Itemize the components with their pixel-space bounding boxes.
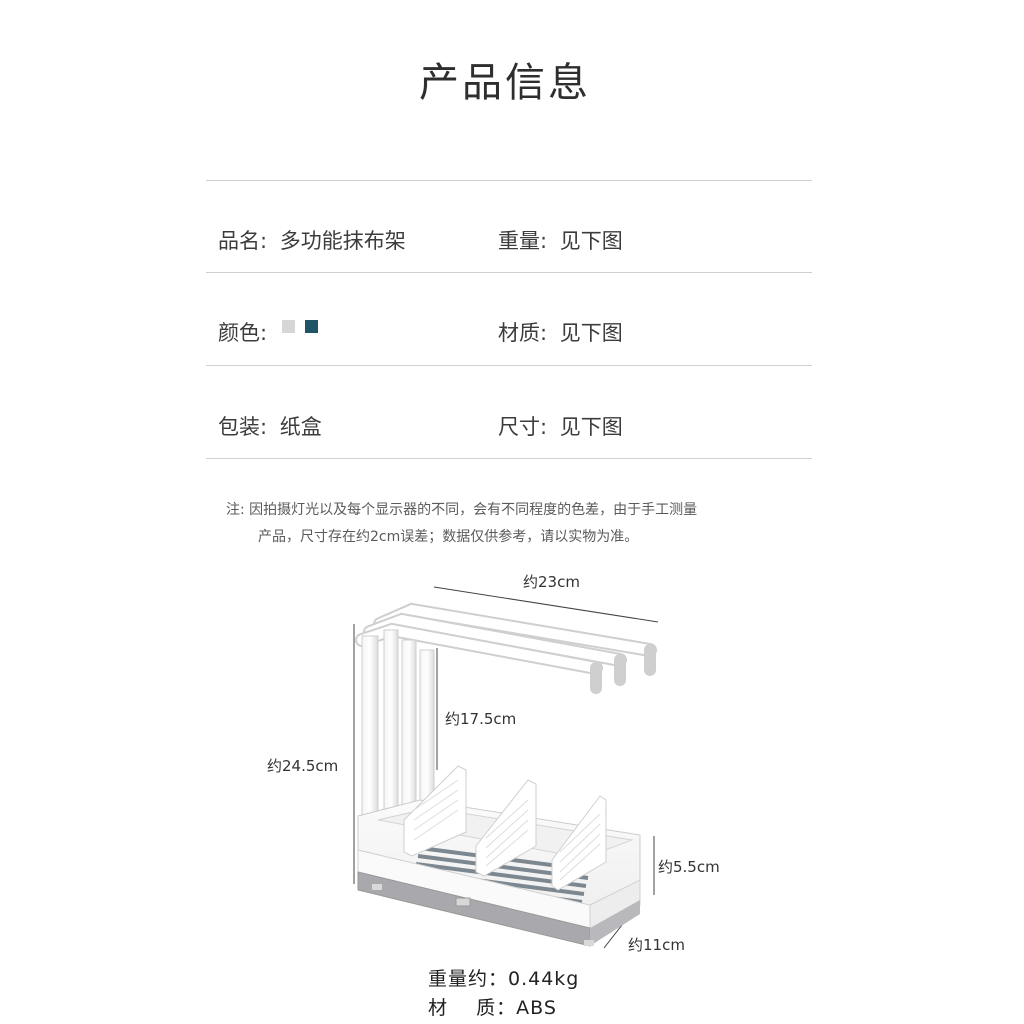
spec-size-value: 见下图: [559, 415, 623, 439]
divider-left: [403, 765, 467, 857]
foot-right: [584, 940, 594, 946]
note-line-1: 注: 因拍摄灯光以及每个显示器的不同，会有不同程度的色差，由于手工测量: [226, 502, 698, 518]
divider-bottom: [206, 458, 812, 459]
spec-name: 品名: 多功能抹布架: [218, 225, 406, 255]
dim-rail-height-label: 约17.5cm: [445, 710, 517, 728]
dimension-lines: [353, 586, 659, 949]
dim-tray-height-label: 约5.5cm: [658, 858, 720, 876]
color-swatch-dark-teal: [305, 320, 318, 333]
post-3: [401, 639, 417, 827]
divider-ribs: [413, 779, 601, 881]
divider-2: [206, 365, 812, 366]
width-dimension-line: [433, 586, 659, 623]
spec-package-label: 包装:: [218, 415, 268, 439]
spec-package: 包装: 纸盒: [218, 411, 322, 441]
dim-width-label: 约23cm: [523, 573, 580, 591]
note-line-2: 产品，尺寸存在约2cm误差；数据仅供参考，请以实物为准。: [258, 529, 639, 545]
spec-size: 尺寸: 见下图: [498, 411, 623, 441]
spec-weight: 重量: 见下图: [498, 225, 623, 255]
spec-package-value: 纸盒: [279, 415, 322, 439]
foot-left: [372, 884, 382, 890]
spec-material-value: 见下图: [559, 321, 623, 345]
post-1: [361, 635, 379, 827]
spec-name-value: 多功能抹布架: [279, 229, 406, 253]
bottom-material: 材 质：ABS: [428, 997, 557, 1019]
page-title: 产品信息: [419, 60, 591, 106]
dim-total-height-label: 约24.5cm: [267, 757, 339, 775]
post-2: [383, 629, 399, 827]
divider-1: [206, 272, 812, 273]
spec-size-label: 尺寸:: [498, 415, 548, 439]
spec-color: 颜色:: [218, 317, 267, 347]
dim-depth-label: 约11cm: [628, 936, 685, 954]
spec-weight-value: 见下图: [559, 229, 623, 253]
color-swatch-light-gray: [282, 320, 295, 333]
spec-name-label: 品名:: [218, 229, 268, 253]
spec-weight-label: 重量:: [498, 229, 548, 253]
spec-material-label: 材质:: [498, 321, 548, 345]
divider-middle: [475, 779, 537, 877]
divider-top: [206, 180, 812, 181]
dividers: [403, 765, 607, 891]
vertical-posts: [361, 629, 435, 827]
spec-color-label: 颜色:: [218, 321, 268, 345]
spec-material: 材质: 见下图: [498, 317, 623, 347]
bottom-weight: 重量约：0.44kg: [428, 968, 580, 990]
